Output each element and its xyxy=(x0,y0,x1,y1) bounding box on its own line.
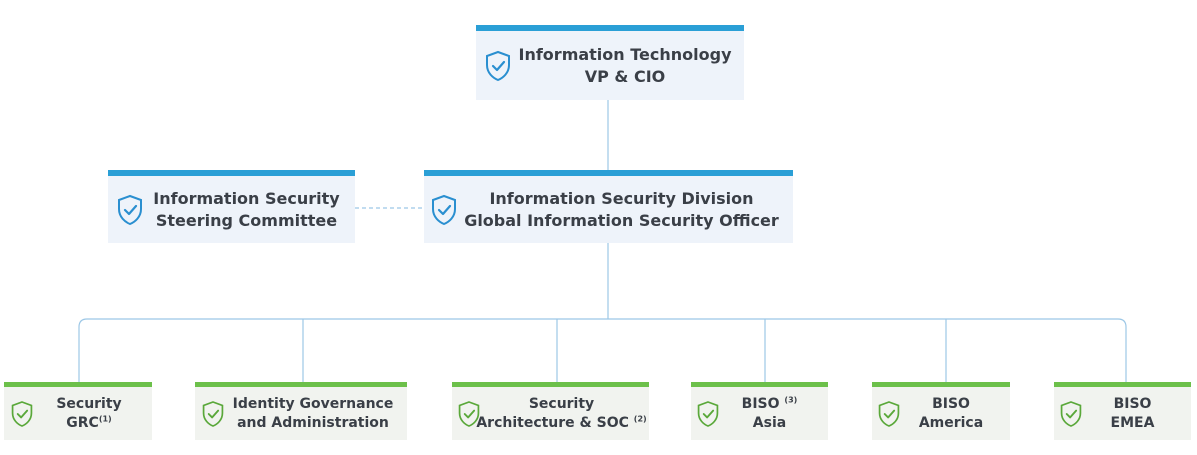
box-title-line1: Information Security Division xyxy=(489,188,754,208)
footnote-marker: (1) xyxy=(98,413,112,423)
box-title-line1: Information Security xyxy=(153,188,340,208)
box-title-line2: VP & CIO xyxy=(584,66,666,86)
box-title-line1: Identity Governance xyxy=(232,395,394,412)
box-title-line2: America xyxy=(918,414,984,431)
shield-check-icon xyxy=(11,400,33,427)
box-steering-committee: Information Security Steering Committee xyxy=(108,170,355,243)
box-security-grc: Security GRC(1) xyxy=(4,382,152,440)
box-title-line2: EMEA xyxy=(1110,414,1155,431)
box-biso-asia: BISO (3) Asia xyxy=(691,382,828,440)
box-title-line2: Steering Committee xyxy=(155,210,338,230)
box-security-architecture-soc: Security Architecture & SOC (2) xyxy=(452,382,649,440)
shield-check-icon xyxy=(458,400,480,427)
box-biso-emea: BISO EMEA xyxy=(1054,382,1191,440)
box-title-line2: and Administration xyxy=(237,414,389,431)
box-title-line1: Security xyxy=(528,395,595,412)
box-biso-america: BISO America xyxy=(872,382,1010,440)
shield-check-icon xyxy=(1060,400,1082,427)
shield-check-icon xyxy=(202,400,224,427)
shield-check-icon xyxy=(432,194,456,225)
box-title-line2: GRC xyxy=(66,414,99,431)
box-title-line1: BISO xyxy=(932,395,970,412)
box-identity-governance: Identity Governance and Administration xyxy=(195,382,407,440)
box-title-line1: Information Technology xyxy=(518,44,732,64)
box-title-line2: Asia xyxy=(752,414,787,431)
box-it-vp-cio: Information Technology VP & CIO xyxy=(476,25,744,100)
box-title-line1: BISO xyxy=(741,395,780,412)
box-title-line1: BISO xyxy=(1113,395,1152,412)
box-title-line1: Security xyxy=(56,395,122,412)
footnote-marker: (2) xyxy=(633,413,647,423)
shield-check-icon xyxy=(878,400,900,427)
footnote-marker: (3) xyxy=(784,394,798,404)
shield-check-icon xyxy=(118,194,142,225)
box-security-division: Information Security Division Global Inf… xyxy=(424,170,793,243)
shield-check-icon xyxy=(486,50,510,81)
shield-check-icon xyxy=(697,400,719,427)
box-title-line2: Architecture & SOC xyxy=(476,414,629,431)
box-title-line2: Global Information Security Officer xyxy=(464,210,779,230)
